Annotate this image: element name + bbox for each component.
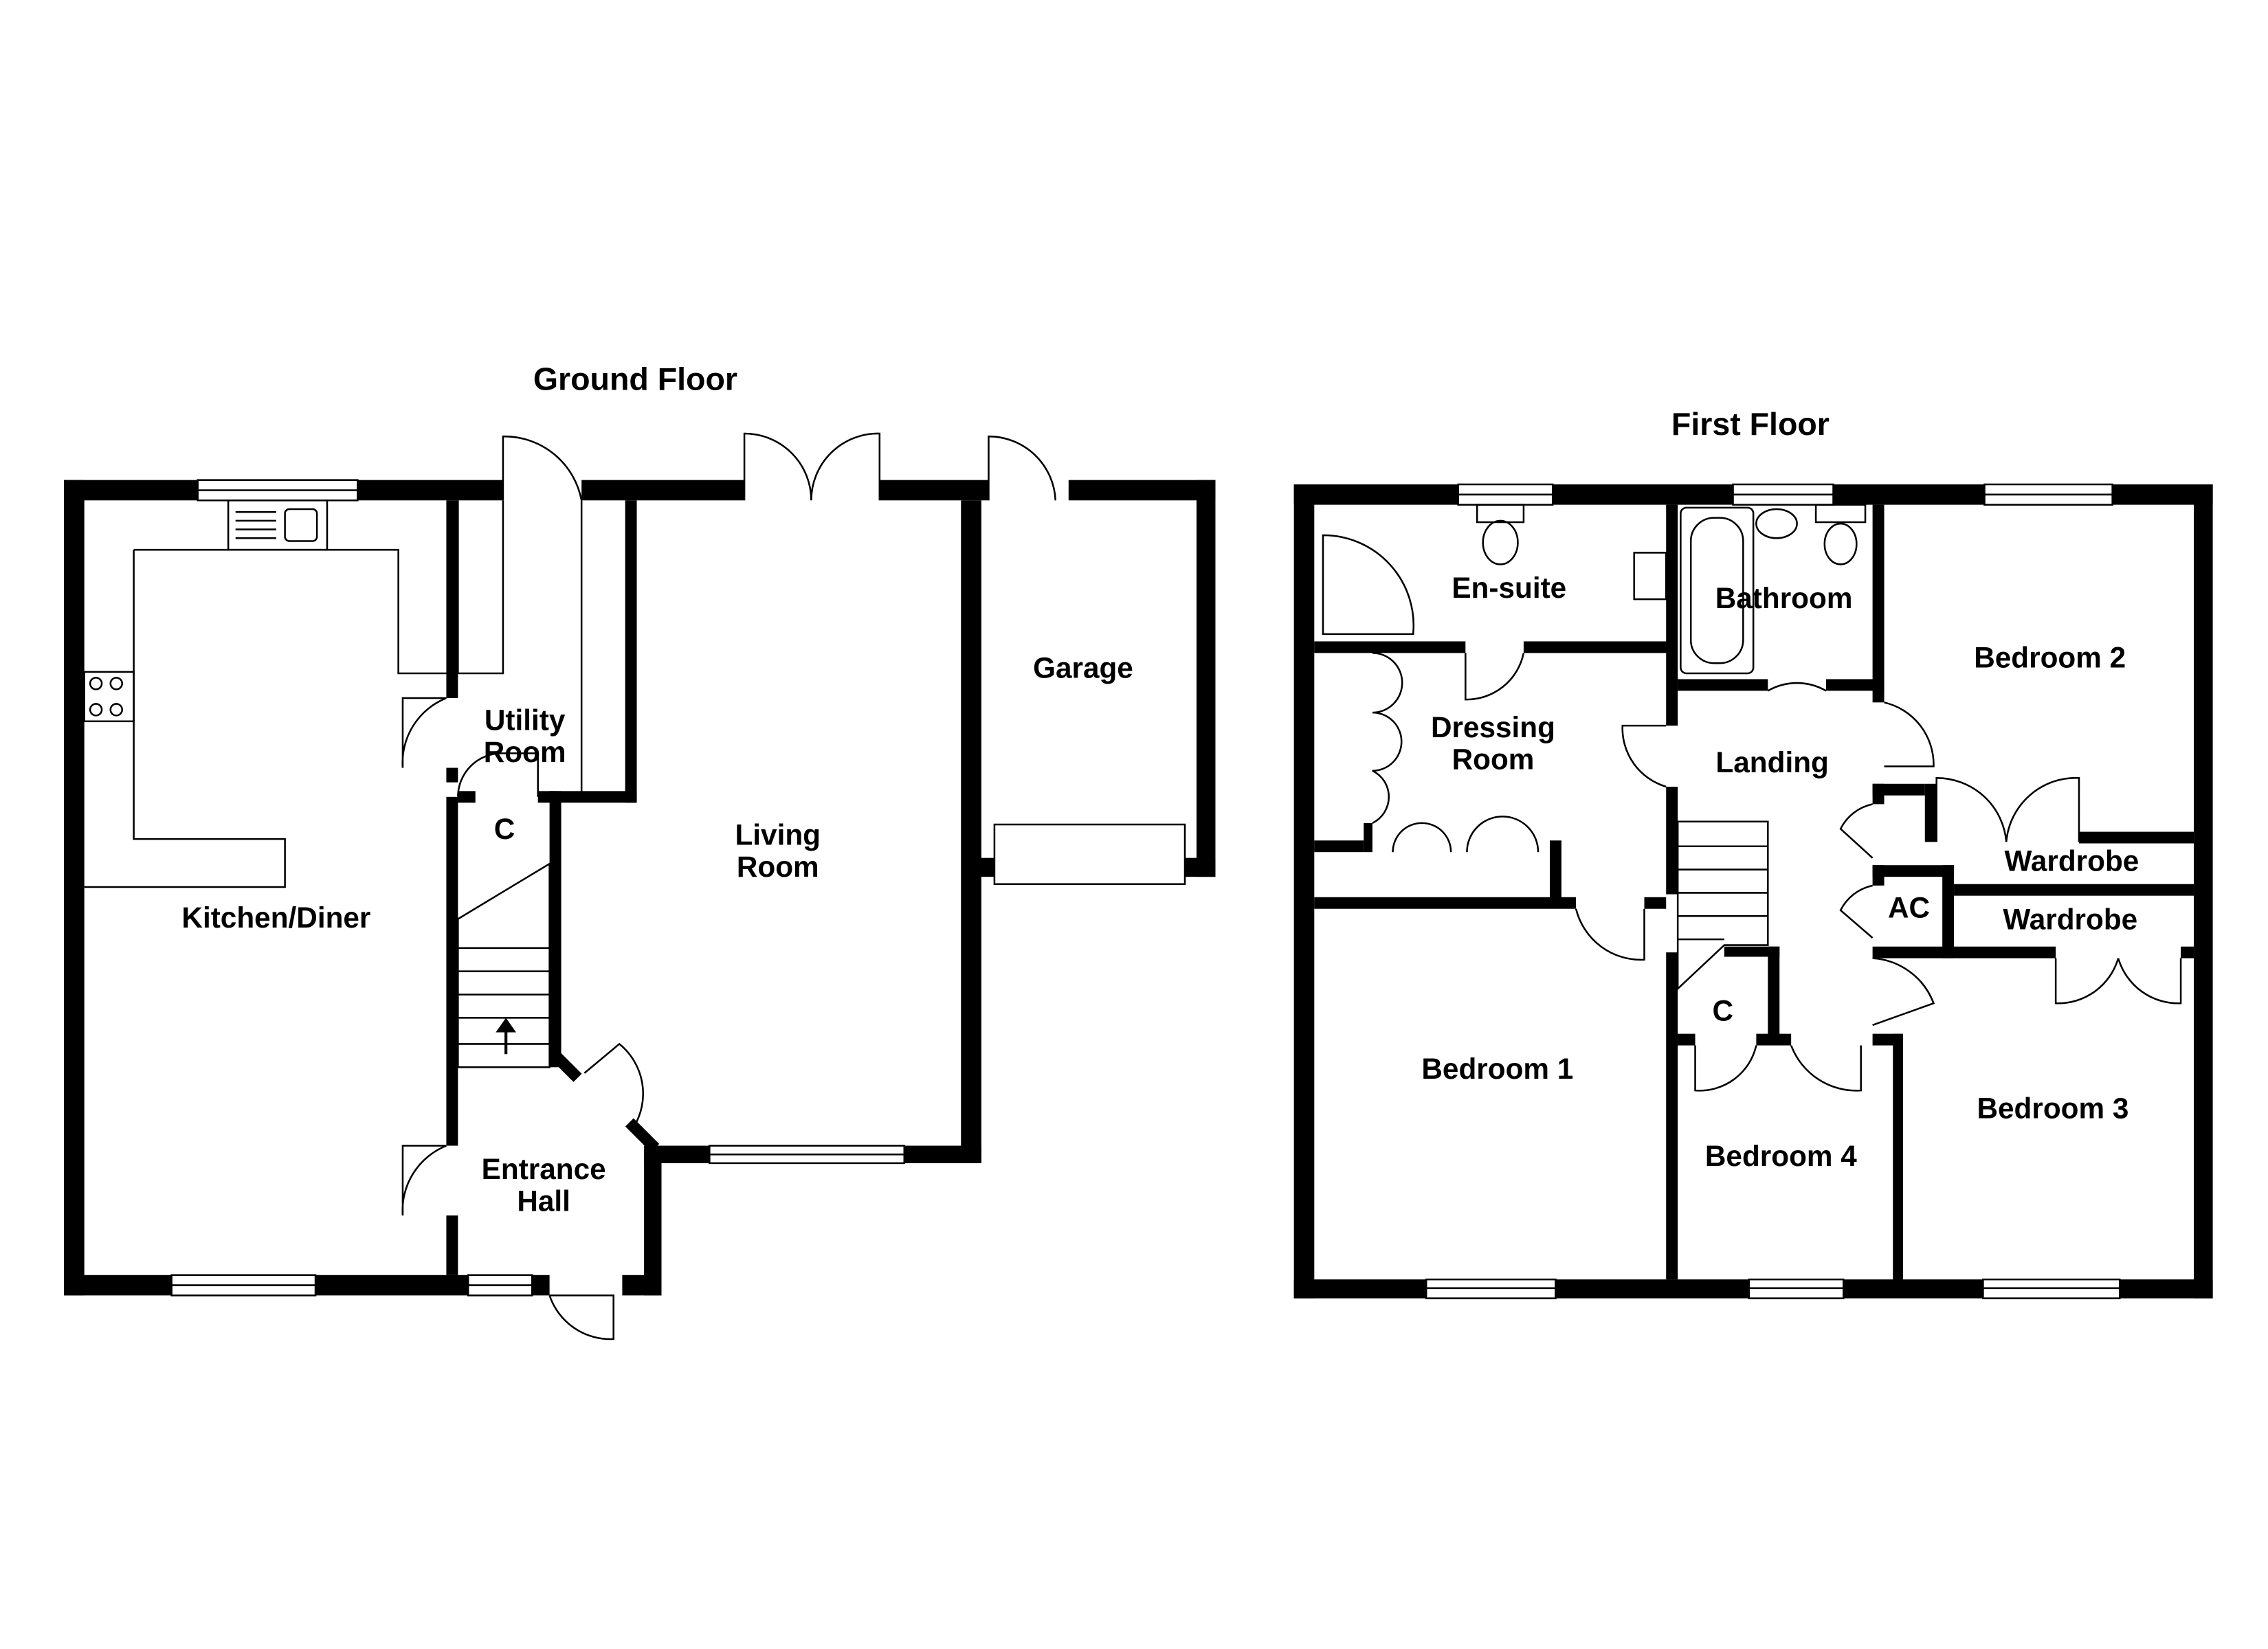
utility-label-2: Room [484, 736, 566, 768]
utility-label-1: Utility [485, 704, 566, 737]
first-floor-doors [1372, 652, 2182, 1092]
living-label-1: Living [735, 819, 821, 851]
toilet-icon [1482, 519, 1519, 565]
dressing-label-1: Dressing [1431, 711, 1555, 743]
cupboard-label: C [494, 813, 515, 845]
bedroom2-label: Bedroom 2 [1974, 642, 2126, 674]
ac-label: AC [1888, 891, 1930, 923]
hob-icon [83, 671, 135, 723]
ground-floor-windows [170, 479, 906, 1297]
wardrobe-label-b: Wardrobe [2003, 903, 2137, 935]
cupboard-label: C [1712, 995, 1733, 1027]
toilet-icon [1823, 522, 1858, 565]
first-floor-plan: First Floor [1293, 406, 2213, 1299]
first-floor-title: First Floor [1671, 406, 1830, 442]
sink-icon [227, 500, 329, 551]
kitchen-fixtures [83, 500, 583, 888]
dressing-label-2: Room [1452, 743, 1535, 776]
ground-floor-plan: Ground Floor [64, 361, 1216, 1340]
stairs-icon [1676, 820, 1769, 991]
ground-floor-title: Ground Floor [533, 361, 737, 397]
bedroom3-label: Bedroom 3 [1977, 1092, 2128, 1124]
bedroom1-label: Bedroom 1 [1421, 1053, 1573, 1085]
stairs-up-arrow-icon [496, 1018, 516, 1055]
basin-icon [1755, 508, 1798, 539]
first-floor-windows [1425, 483, 2121, 1299]
bedroom4-label: Bedroom 4 [1705, 1140, 1857, 1172]
bath-icon [1680, 506, 1755, 675]
kitchen-label: Kitchen/Diner [181, 901, 370, 934]
ground-floor-doors [401, 432, 1186, 1340]
ensuite-label: En-suite [1452, 572, 1566, 604]
garage-label: Garage [1033, 651, 1133, 684]
bathroom-label: Bathroom [1715, 582, 1853, 614]
landing-label: Landing [1715, 746, 1828, 778]
first-floor-fixtures [1322, 504, 1867, 991]
basin-icon [1633, 552, 1667, 601]
ground-stairs [457, 862, 551, 1068]
first-floor-walls [1293, 484, 2213, 1299]
wardrobe-label-a: Wardrobe [2005, 845, 2139, 877]
hall-label-1: Entrance [482, 1153, 606, 1185]
living-label-2: Room [737, 851, 819, 883]
ground-floor-walls [64, 480, 1216, 1296]
hall-label-2: Hall [517, 1185, 570, 1218]
shower-icon [1322, 534, 1415, 636]
